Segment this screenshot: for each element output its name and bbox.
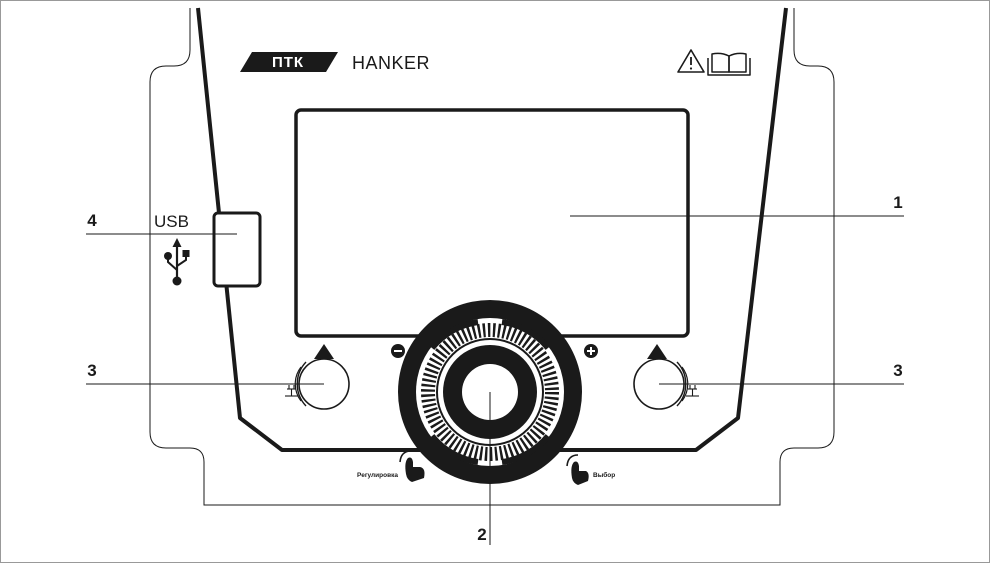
callout-number-3-left: 3 xyxy=(87,361,96,380)
minus-circle-icon xyxy=(391,344,405,358)
callout-number-1: 1 xyxy=(893,193,902,212)
usb-label: USB xyxy=(154,212,189,231)
logo-text: ПТК xyxy=(272,54,304,71)
brand-name: HANKER xyxy=(352,53,430,73)
warning-triangle-icon xyxy=(677,49,705,73)
callout-number-3-right: 3 xyxy=(893,361,902,380)
hand-press-icon xyxy=(399,450,425,482)
callout-number-2: 2 xyxy=(477,525,486,544)
brand-logo: ПТК xyxy=(240,52,338,72)
plus-circle-icon xyxy=(584,344,598,358)
usb-port[interactable] xyxy=(212,211,262,288)
torch-trigger-icon xyxy=(686,385,699,397)
torch-trigger-icon xyxy=(285,385,298,397)
select-label: Выбор xyxy=(593,471,615,479)
adjust-label: Регулировка xyxy=(357,472,398,479)
open-book-icon xyxy=(707,52,751,76)
hand-press-icon xyxy=(566,454,589,485)
mounting-plate-outline xyxy=(149,8,835,506)
right-arrow-up-icon xyxy=(647,344,667,359)
callout-number-4: 4 xyxy=(87,211,97,230)
usb-trident-icon xyxy=(164,238,190,286)
left-arrow-up-icon xyxy=(314,344,334,359)
